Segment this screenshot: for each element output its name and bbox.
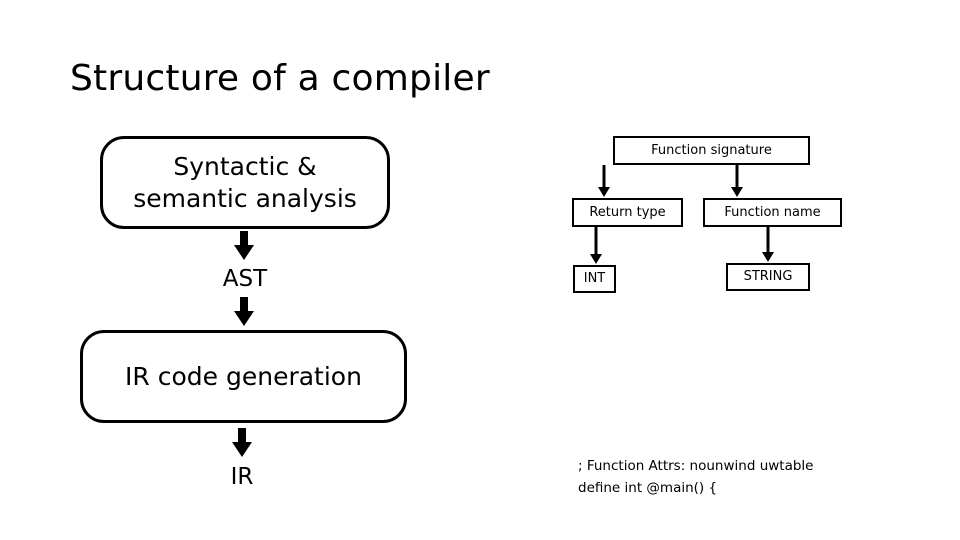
ir-code-line-2: define int @main() { [578,480,718,496]
tree-node-return-type: Return type [572,198,683,227]
tree-leaf-string: STRING [726,263,810,291]
tree-leaf-int: INT [573,265,616,293]
tree-node-return-type-label: Return type [589,204,666,220]
pipeline-stage-2-label: IR code generation [125,361,362,391]
pipeline-stage-ir-code-generation: IR code generation [80,330,407,423]
tree-node-function-name-label: Function name [724,204,821,220]
pipeline-artifact-ir-label: IR [230,464,254,490]
arrow-down-icon-ast-to-ir-code-generation [233,297,255,327]
arrow-down-icon-signature-to-function-name [730,165,744,198]
page-title: Structure of a compiler [70,58,490,99]
pipeline-stage-1-label: Syntactic & semantic analysis [133,151,357,213]
ir-code-line-1: ; Function Attrs: nounwind uwtable [578,458,814,474]
ir-code-snippet: ; Function Attrs: nounwind uwtable defin… [578,455,898,499]
arrow-down-icon-signature-to-return-type [597,165,611,198]
arrow-down-icon-syntactic-to-ast [233,231,255,261]
tree-node-function-signature-label: Function signature [651,142,772,158]
pipeline-stage-syntactic-semantic-analysis: Syntactic & semantic analysis [100,136,390,229]
arrow-down-icon-function-name-to-string [761,227,775,263]
arrow-down-icon-ir-code-generation-to-ir [231,428,253,458]
tree-leaf-int-label: INT [583,271,606,286]
arrow-down-icon-return-type-to-int [589,227,603,265]
pipeline-artifact-ast-label: AST [222,266,268,292]
tree-node-function-name: Function name [703,198,842,227]
tree-node-function-signature: Function signature [613,136,810,165]
tree-leaf-string-label: STRING [743,269,793,284]
